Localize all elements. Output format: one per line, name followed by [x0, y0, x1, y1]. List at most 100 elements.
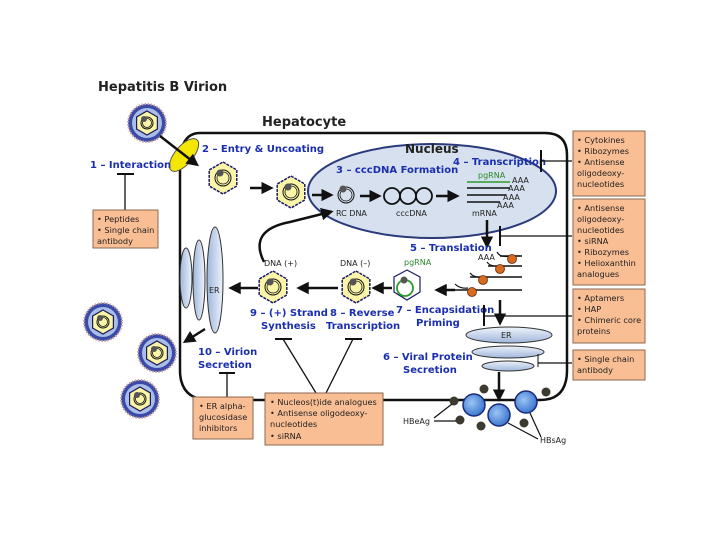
- step-8-label-a: 8 – Reverse: [330, 308, 395, 319]
- er-label: ER: [501, 331, 512, 340]
- hbeag-particle-icon: [479, 384, 489, 394]
- box-transcription-line: • Ribozymes: [577, 146, 629, 156]
- step-6-label-a: 6 – Viral Protein: [383, 352, 473, 363]
- er-cisterna: [206, 226, 224, 334]
- box-interaction: [92, 209, 159, 249]
- step-9-label-a: 9 – (+) Strand: [250, 308, 328, 319]
- step-10-label-a: 10 – Virion: [198, 347, 257, 358]
- box-virion-secretion-line: inhibitors: [199, 423, 237, 433]
- step-6-label-b: Secretion: [403, 365, 457, 376]
- box-translation-line: analogues: [577, 269, 619, 279]
- box-transcription-line: nucleotides: [577, 179, 624, 189]
- recycle-arrow: [258, 208, 334, 263]
- hbeag-particle-icon: [476, 421, 486, 431]
- hbeag-particle-icon: [519, 418, 529, 428]
- box-translation-line: • siRNA: [577, 236, 609, 246]
- box-transcription-line: • Antisense: [577, 157, 625, 167]
- capsid-icon: [276, 175, 306, 209]
- step-7-label-a: 7 – Encapsidation: [396, 305, 494, 316]
- box-transcription-line: • Cytokines: [577, 135, 625, 145]
- box-transcription: [572, 130, 646, 197]
- step-3-label: 3 – cccDNA Formation: [336, 165, 458, 176]
- nucleus-title: Nucleus: [405, 142, 459, 156]
- ribosome-icon: [467, 287, 477, 297]
- box-protein-secretion-line: antibody: [577, 365, 613, 375]
- er-cisterna: [192, 239, 206, 321]
- ribosome-icon: [478, 275, 488, 285]
- hbeag-particle-icon: [541, 387, 551, 397]
- step-4-label: 4 – Transcription: [453, 157, 546, 168]
- box-encapsidation-line: • Aptamers: [577, 293, 624, 303]
- dna-plus-label: DNA (+): [264, 259, 297, 268]
- cccdna-label: cccDNA: [396, 209, 427, 218]
- box-encapsidation-line: proteins: [577, 326, 610, 336]
- pointer-line: [507, 422, 539, 440]
- er-cisterna: [465, 326, 553, 344]
- polya-label: AAA: [497, 201, 514, 210]
- pointer-line: [433, 403, 453, 419]
- er-cisterna: [179, 247, 193, 309]
- er-cisterna: [471, 345, 545, 359]
- polya-label: AAA: [508, 184, 525, 193]
- box-virion-secretion: [192, 396, 254, 440]
- pgrna-label: pgRNA: [478, 171, 506, 180]
- hbsag-particle-icon: [487, 403, 511, 427]
- mrna-label: mRNA: [472, 209, 497, 218]
- ribosome-icon: [495, 264, 505, 274]
- box-translation-line: • Helioxanthin: [577, 258, 636, 268]
- box-replication: [264, 392, 384, 446]
- step-9-label-b: Synthesis: [261, 321, 316, 332]
- hbeag-label: HBeAg: [403, 417, 430, 426]
- pointer-line: [529, 412, 542, 438]
- step-10-label-b: Secretion: [198, 360, 252, 371]
- box-protein-secretion-line: • Single chain: [577, 354, 634, 364]
- ribosomes-group: [454, 251, 522, 297]
- capsid-icon: [258, 270, 288, 304]
- box-replication-line: • Nucleos(t)ide analogues: [270, 397, 377, 407]
- polya-label: AAA: [512, 176, 529, 185]
- hbsag-particle-icon: [514, 390, 538, 414]
- inhibit-line: [282, 338, 317, 394]
- rc-dna-icon: [337, 186, 355, 204]
- hbeag-particle-icon: [455, 415, 465, 425]
- hbv-virion-icon: [120, 379, 160, 419]
- er-label: ER: [209, 286, 220, 295]
- entry-arrow: [159, 135, 199, 167]
- hbeag-particle-icon: [449, 396, 459, 406]
- box-virion-secretion-line: glucosidase: [199, 412, 247, 422]
- box-encapsidation-line: • Chimeric core: [577, 315, 641, 325]
- box-translation-line: nucleotides: [577, 225, 624, 235]
- box-protein-secretion: [572, 349, 646, 381]
- cccdna-icon: [383, 187, 433, 205]
- box-translation-line: oligodeoxy-: [577, 214, 624, 224]
- hbv-virion-icon: [137, 333, 177, 373]
- box-encapsidation-line: • HAP: [577, 304, 601, 314]
- box-virion-secretion-line: • ER alpha-: [199, 401, 246, 411]
- dna-minus-label: DNA (–): [340, 259, 370, 268]
- hbv-virion-icon: [83, 302, 123, 342]
- step-2-label: 2 – Entry & Uncoating: [202, 144, 324, 155]
- polymerase-icon: [339, 185, 347, 193]
- box-replication-line: nucleotides: [270, 419, 317, 429]
- virion-title: Hepatitis B Virion: [98, 80, 227, 95]
- step-7-label-b: Priming: [416, 318, 460, 329]
- polymerase-icon: [400, 276, 408, 284]
- step-8-label-b: Transcription: [326, 321, 400, 332]
- box-interaction-line: antibody: [97, 236, 133, 246]
- ribosome-icon: [507, 254, 517, 264]
- box-interaction-line: • Single chain: [97, 225, 154, 235]
- er-cisterna: [481, 360, 535, 372]
- polya-label: AAA: [503, 193, 520, 202]
- hbsag-particle-icon: [462, 393, 486, 417]
- box-translation: [572, 198, 646, 286]
- polya-label: AAA: [478, 253, 495, 262]
- box-interaction-line: • Peptides: [97, 214, 139, 224]
- arrow: [182, 327, 206, 344]
- box-translation-line: • Ribozymes: [577, 247, 629, 257]
- box-translation-line: • Antisense: [577, 203, 625, 213]
- step-1-label: 1 – Interaction: [90, 160, 171, 171]
- inhibit-line: [325, 338, 354, 394]
- capsid-icon: [341, 270, 371, 304]
- hbsag-label: HBsAg: [540, 436, 566, 445]
